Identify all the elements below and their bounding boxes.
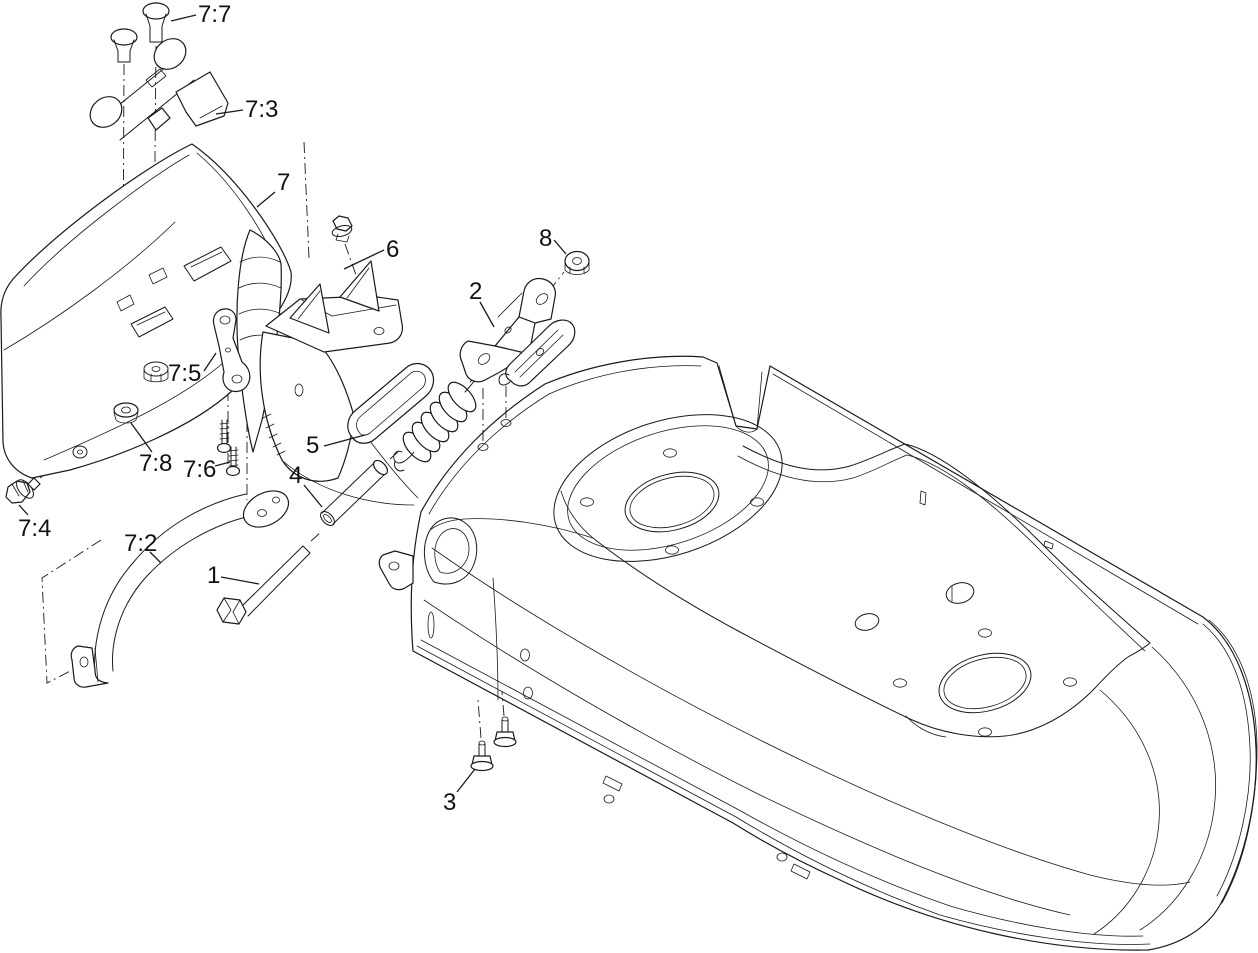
latch-plate: [505, 319, 576, 387]
part-3-bolts: [470, 716, 517, 772]
deck-outline: [410, 355, 1257, 951]
part-7-7-pins: [110, 2, 170, 63]
callouts: 7:7 7:3 7 6 8 2 7:5 7:8 7:6 7:4 7:2 5 4 …: [18, 1, 567, 816]
leader-line-6: [343, 249, 385, 270]
arm-paddle: [242, 490, 290, 528]
left-spindle-hole: [624, 471, 720, 533]
callout-label-8: 8: [539, 225, 552, 252]
callout-label-3: 3: [443, 789, 456, 816]
push-pin: [110, 28, 138, 46]
leader-line-4: [303, 484, 323, 508]
leader-line-2: [479, 301, 495, 328]
deck-left-bracket: [378, 550, 414, 591]
leader-line-7-3: [215, 109, 244, 115]
leader-line-7-6: [214, 461, 231, 467]
callout-label-2: 2: [469, 278, 482, 305]
callout-label-7: 7: [277, 169, 290, 196]
cover-outline: [0, 143, 292, 479]
right-spindle-hole: [938, 652, 1032, 714]
callout-label-7-4: 7:4: [18, 515, 51, 542]
spring-link: [347, 362, 435, 444]
leader-line-3: [456, 768, 476, 793]
part-2-bracket: [459, 277, 576, 387]
push-pin: [142, 2, 170, 20]
leader-line-7-2: [149, 551, 162, 564]
callout-label-4: 4: [289, 462, 302, 489]
callout-label-7-6: 7:6: [183, 456, 216, 483]
leader-line-7-7: [170, 14, 197, 22]
callout-label-7-5: 7:5: [168, 360, 201, 387]
callout-label-6: 6: [386, 236, 399, 263]
arm-tab: [70, 645, 109, 688]
part-5-spring: [347, 362, 480, 472]
part-7-3-clip: [89, 38, 229, 141]
part-1-bolt: [216, 545, 311, 625]
leader-line-7-5: [203, 352, 217, 372]
part-6-bracket: [265, 215, 404, 353]
callout-label-7-3: 7:3: [245, 96, 278, 123]
leader-line-8: [553, 239, 567, 255]
part-7-2-arm: [70, 490, 290, 688]
callout-label-1: 1: [207, 562, 220, 589]
part-7-8-grommet: [113, 402, 139, 424]
part-7-4-bolt: [5, 477, 41, 504]
leader-line-7: [256, 191, 276, 208]
bracket-6-gusset: [289, 283, 330, 334]
deck-notch: [718, 365, 763, 433]
callout-label-5: 5: [306, 432, 319, 459]
deck-handle-loop: [423, 517, 478, 585]
part-4-spacer: [320, 459, 389, 527]
callout-label-7-2: 7:2: [124, 530, 157, 557]
leader-line-5: [323, 434, 366, 447]
leader-line-1: [220, 576, 260, 585]
callout-label-7-8: 7:8: [139, 450, 172, 477]
discharge-chute: [236, 229, 419, 506]
part-7-6-screws: [216, 419, 241, 477]
callout-label-7-7: 7:7: [198, 1, 231, 28]
leader-line-7-4: [18, 504, 29, 516]
part-8-nut: [564, 250, 590, 275]
leader-line-7-8: [130, 422, 153, 453]
deck-shell: [378, 355, 1258, 951]
part-7-5-lever: [212, 308, 251, 393]
spring-coil: [402, 381, 477, 463]
bracket-6-gusset: [339, 260, 380, 312]
part-7-cover: [0, 143, 292, 479]
